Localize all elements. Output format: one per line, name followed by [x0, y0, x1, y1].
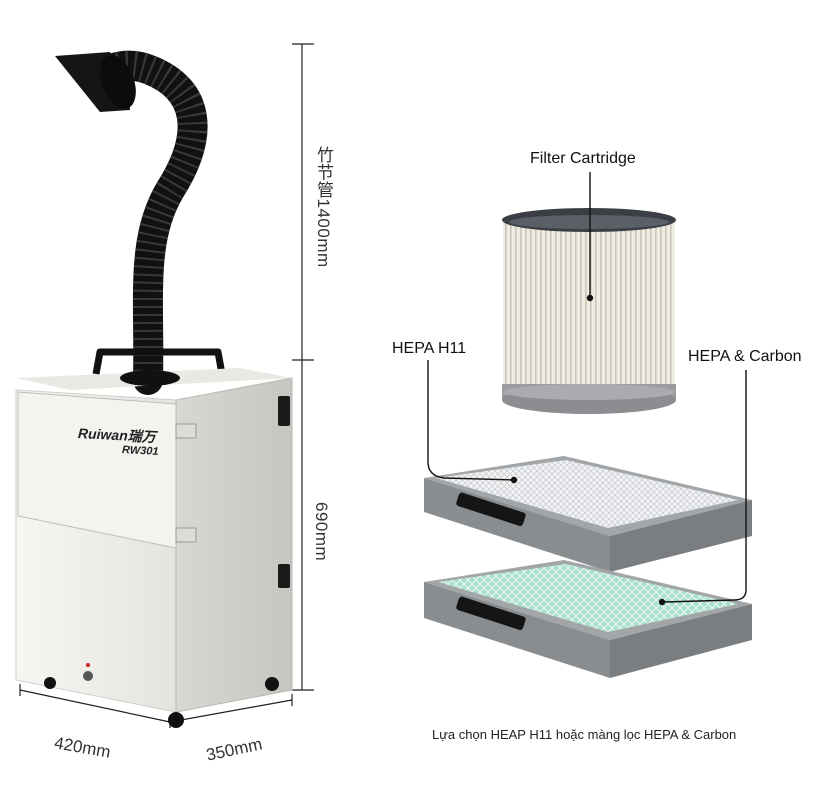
model-label: RW301 — [121, 444, 159, 458]
callout-lines — [427, 172, 747, 603]
filter-cartridge-image — [502, 208, 676, 414]
cabinet-height-label: 690mm — [312, 502, 331, 562]
brand-name-cn: 瑞万 — [127, 427, 157, 446]
dimension-lines — [19, 43, 314, 728]
brand-name: Ruiwan — [77, 424, 129, 444]
filter-option-caption: Lựa chọn HEAP H11 hoặc màng lọc HEPA & C… — [432, 727, 737, 742]
hepa-carbon-label: HEPA & Carbon — [688, 348, 802, 365]
hepa-carbon-panel-image — [424, 560, 752, 678]
flexible-hose — [55, 50, 208, 395]
hepa-h11-panel-image — [424, 456, 752, 572]
callout-dots — [510, 294, 666, 606]
filter-cartridge-label: Filter Cartridge — [530, 150, 636, 167]
brand-logo: Ruiwan瑞万 — [78, 423, 157, 447]
hepa-h11-label: HEPA H11 — [392, 340, 467, 357]
hose-length-label: 竹节管1400mm — [314, 146, 333, 268]
fume-extractor-cabinet — [15, 348, 293, 728]
